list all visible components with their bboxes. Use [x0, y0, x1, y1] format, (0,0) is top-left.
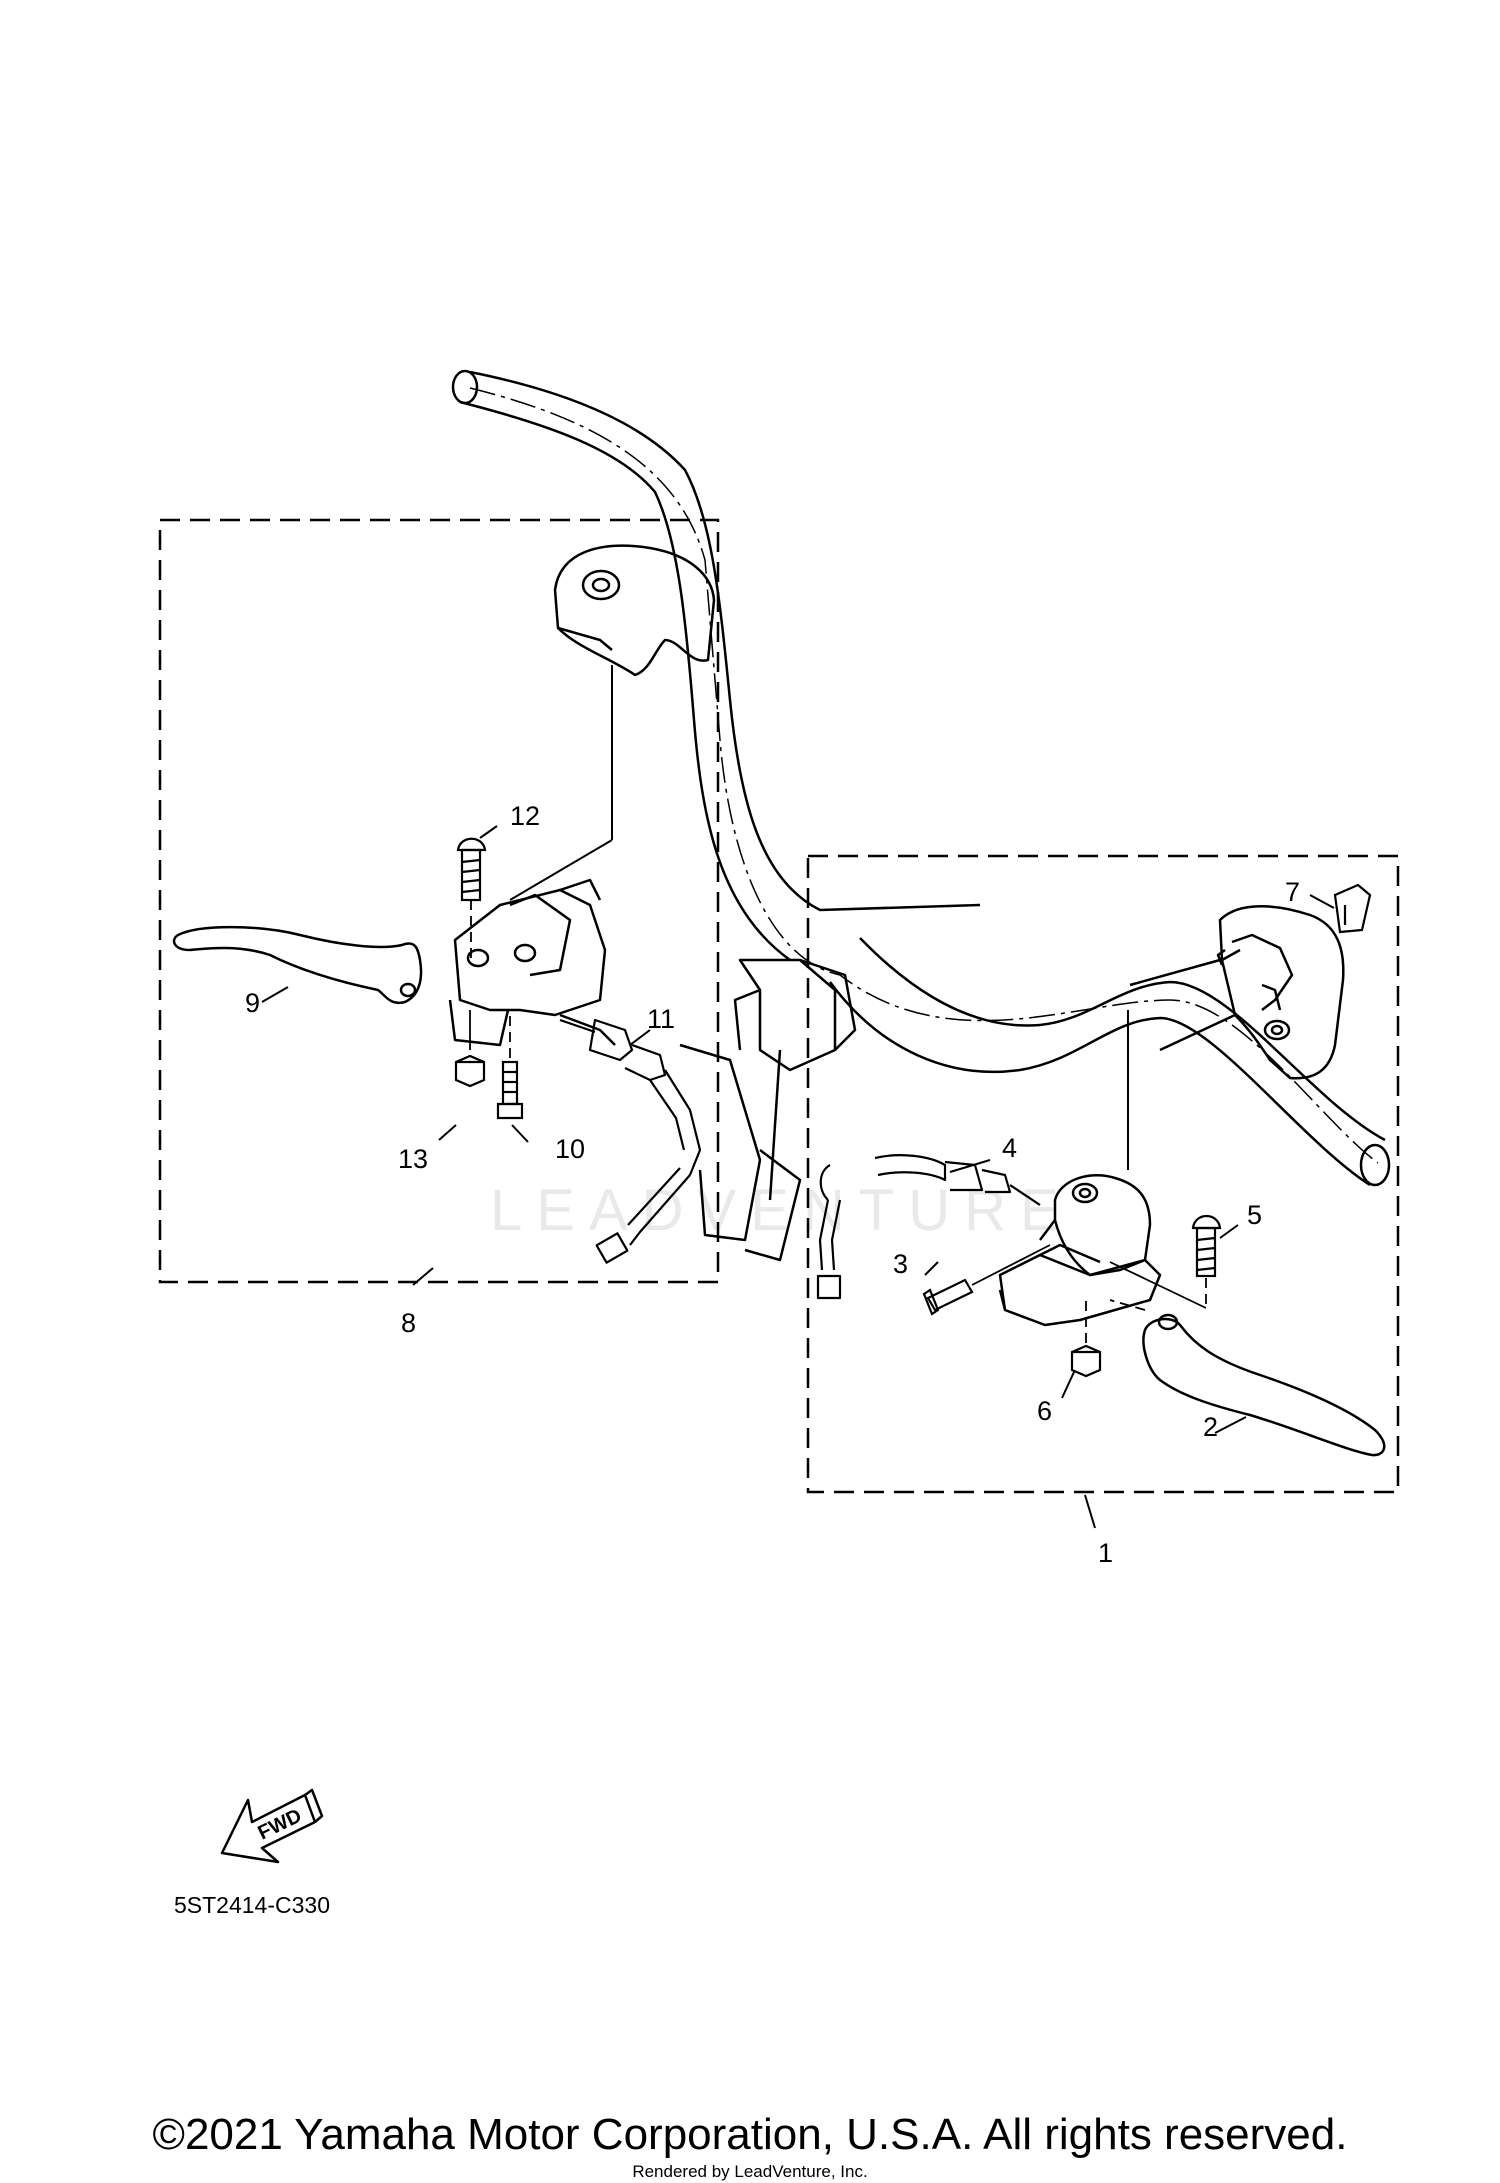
- copyright-notice: ©2021 Yamaha Motor Corporation, U.S.A. A…: [152, 2110, 1348, 2159]
- cap-7: [1333, 883, 1372, 934]
- bolt-12: [456, 837, 487, 902]
- center-clamp: [679, 958, 857, 1262]
- part-ref-8[interactable]: 8: [401, 1308, 416, 1338]
- nut-6: [1070, 1344, 1102, 1378]
- part-ref-3[interactable]: 3: [893, 1249, 908, 1279]
- right-assembly-box: [806, 854, 1400, 1494]
- part-ref-6[interactable]: 6: [1037, 1396, 1052, 1426]
- part-ref-12[interactable]: 12: [510, 801, 540, 831]
- part-ref-10[interactable]: 10: [555, 1134, 585, 1164]
- handlebar-centerline: [469, 387, 1379, 1164]
- watermark: LEADVENTURE: [490, 1178, 1073, 1243]
- mirror-holder-cap: [553, 544, 716, 677]
- left-lever-holder: [448, 878, 616, 1047]
- part-ref-5[interactable]: 5: [1247, 1200, 1262, 1230]
- nut-13: [454, 1054, 486, 1088]
- right-lever-holder: [998, 1173, 1162, 1327]
- screw-3: [922, 1278, 974, 1316]
- leader-cap-2: [509, 839, 613, 901]
- callout-leaders: [261, 825, 1335, 1529]
- rendered-by-credit: Rendered by LeadVenture, Inc.: [632, 2162, 868, 2181]
- bolt-5: [1191, 1214, 1222, 1278]
- part-ref-4[interactable]: 4: [1002, 1133, 1017, 1163]
- leader-5-b: [1109, 1261, 1207, 1309]
- part-ref-7[interactable]: 7: [1285, 877, 1300, 907]
- part-ref-1[interactable]: 1: [1098, 1538, 1113, 1568]
- switch-11: [559, 1018, 702, 1264]
- part-ref-13[interactable]: 13: [398, 1144, 428, 1174]
- leader-3: [971, 1244, 1051, 1286]
- leader-lever-right: [1109, 1299, 1146, 1311]
- switch-4: [816, 1154, 1041, 1300]
- handlebar: [451, 369, 1391, 1187]
- right-switch-housing: [1129, 905, 1345, 1080]
- fwd-arrow-icon: FWD: [220, 1788, 324, 1864]
- bolt-10: [496, 1060, 524, 1120]
- right-lever: [1142, 1313, 1386, 1457]
- diagram-code: 5ST2414-C330: [174, 1892, 330, 1918]
- left-lever: [172, 925, 423, 1005]
- part-ref-11[interactable]: 11: [647, 1004, 675, 1034]
- part-ref-9[interactable]: 9: [245, 988, 260, 1018]
- left-assembly-box: [158, 518, 720, 1284]
- part-ref-2[interactable]: 2: [1203, 1412, 1218, 1442]
